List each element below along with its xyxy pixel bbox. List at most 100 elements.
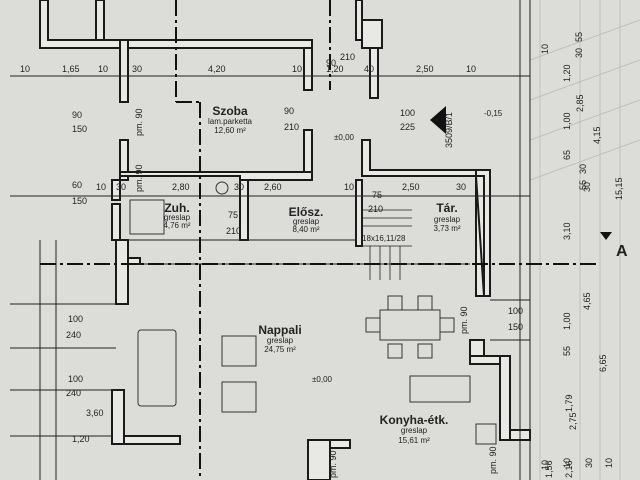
dimension-misc: 9021090210100225752107521090150601501002…	[66, 52, 523, 478]
dimension-label: 30	[116, 182, 126, 192]
room-name-eloszoba: Elősz.	[289, 205, 324, 219]
room-floor-konyha: greslap	[401, 426, 428, 435]
dimension-label: 240	[66, 388, 81, 398]
dimension-label: 55	[578, 180, 588, 190]
armchair-icon	[221, 381, 257, 413]
dimension-label: 10	[466, 64, 476, 74]
room-floor-nappali: greslap	[267, 336, 294, 345]
dimension-label: 100	[400, 108, 415, 118]
dimension-label: 30	[574, 48, 584, 58]
dimension-label: 1,56	[544, 460, 554, 478]
furniture	[129, 181, 497, 445]
dimension-label: 100	[68, 374, 83, 384]
dimension-label: 10	[540, 44, 550, 54]
toilet-icon	[215, 181, 229, 195]
dimension-label: 225	[400, 122, 415, 132]
dimension-label: 1,65	[62, 64, 80, 74]
dimension-label: pm. 90	[328, 450, 338, 478]
dimension-label: 75	[372, 190, 382, 200]
axis-label: A	[616, 243, 628, 260]
armchair-icon	[221, 335, 257, 367]
dimension-label: 1,79	[564, 394, 574, 412]
room-name-szoba: Szoba	[212, 104, 248, 118]
dimension-label: 30	[234, 182, 244, 192]
dimension-label: 10	[344, 182, 354, 192]
room-floor-eloszoba: greslap	[293, 217, 320, 226]
dimension-label: 10	[98, 64, 108, 74]
dimension-label: 3,60	[86, 408, 104, 418]
dimension-label: 55	[562, 346, 572, 356]
dimension-label: 150	[72, 196, 87, 206]
dimension-label: 30	[132, 64, 142, 74]
room-floor-szoba: lam.parketta	[208, 117, 253, 126]
dimension-label: 60	[72, 180, 82, 190]
room-name-tar: Tár.	[436, 201, 457, 215]
sofa-icon	[137, 329, 177, 407]
dimension-label: 30	[584, 458, 594, 468]
dimension-label: 1,00	[562, 112, 572, 130]
room-area-eloszoba: 8,40 m²	[292, 225, 319, 234]
kitchen-counter-icon	[409, 375, 471, 403]
thin-lines	[10, 0, 531, 480]
dimension-label: 100	[508, 306, 523, 316]
stair-label: 18x16,11/28	[362, 234, 406, 243]
dimension-label: 30	[582, 182, 592, 192]
room-area-zuh: 4,76 m²	[163, 221, 190, 230]
dimension-label: 90	[284, 106, 294, 116]
section-marker-label: 3509/B/1	[444, 112, 454, 148]
dimension-label: 4,65	[582, 292, 592, 310]
dimension-label: pm. 90	[134, 164, 144, 192]
dimension-label: 3,10	[562, 222, 572, 240]
dimension-label: 10	[540, 460, 550, 470]
shower-icon	[129, 199, 165, 235]
dimension-label: pm. 90	[488, 446, 498, 474]
dimension-label: 30	[578, 164, 588, 174]
stair-steps	[362, 209, 412, 280]
section-marker-icon	[430, 106, 446, 134]
dimension-label: 150	[508, 322, 523, 332]
dimension-label: 90	[326, 58, 336, 68]
hatch-lines	[529, 0, 640, 480]
dimension-label: 240	[66, 330, 81, 340]
dimension-label: 75	[228, 210, 238, 220]
dimension-label: pm. 90	[459, 306, 469, 334]
dimension-label: 1,20	[562, 64, 572, 82]
dimension-label: 100	[68, 314, 83, 324]
dimension-label: 2,16	[564, 460, 574, 478]
room-area-szoba: 12,60 m²	[214, 126, 246, 135]
room-floor-zuh: greslap	[164, 213, 191, 222]
dimension-label: 2,50	[402, 182, 420, 192]
dimension-label: 1,00	[562, 312, 572, 330]
dimension-label: 15,15	[614, 177, 624, 200]
dimension-label: 4,20	[208, 64, 226, 74]
dimension-label: 210	[340, 52, 355, 62]
room-area-nappali: 24,75 m²	[264, 345, 296, 354]
walls	[39, 0, 531, 480]
axis-lines	[40, 0, 600, 480]
dimension-label: 210	[226, 226, 241, 236]
room-name-konyha: Konyha-étk.	[380, 413, 449, 427]
dimension-label: 55	[574, 32, 584, 42]
dimension-label: 2,75	[568, 412, 578, 430]
axis-arrow-icon	[600, 232, 612, 240]
dimension-label: 2,80	[172, 182, 190, 192]
dimension-label: 4,15	[592, 126, 602, 144]
dimension-label: 10	[96, 182, 106, 192]
dimension-label: 2,50	[416, 64, 434, 74]
dimension-label: 65	[562, 150, 572, 160]
stove-icon	[475, 423, 497, 445]
elevation-label: ±0,00	[334, 133, 355, 142]
room-name-zuh: Zuh.	[164, 201, 189, 215]
dimension-label: 2,85	[575, 94, 585, 112]
dimension-label: 40	[364, 64, 374, 74]
dimension-label: 10	[562, 458, 572, 468]
room-area-konyha: 15,61 m²	[398, 436, 430, 445]
dimension-label: 210	[284, 122, 299, 132]
dimension-label: 1,20	[72, 434, 90, 444]
dimension-label: 10	[604, 458, 614, 468]
room-area-tar: 3,73 m²	[433, 224, 460, 233]
elevation-label: -0,15	[484, 109, 503, 118]
